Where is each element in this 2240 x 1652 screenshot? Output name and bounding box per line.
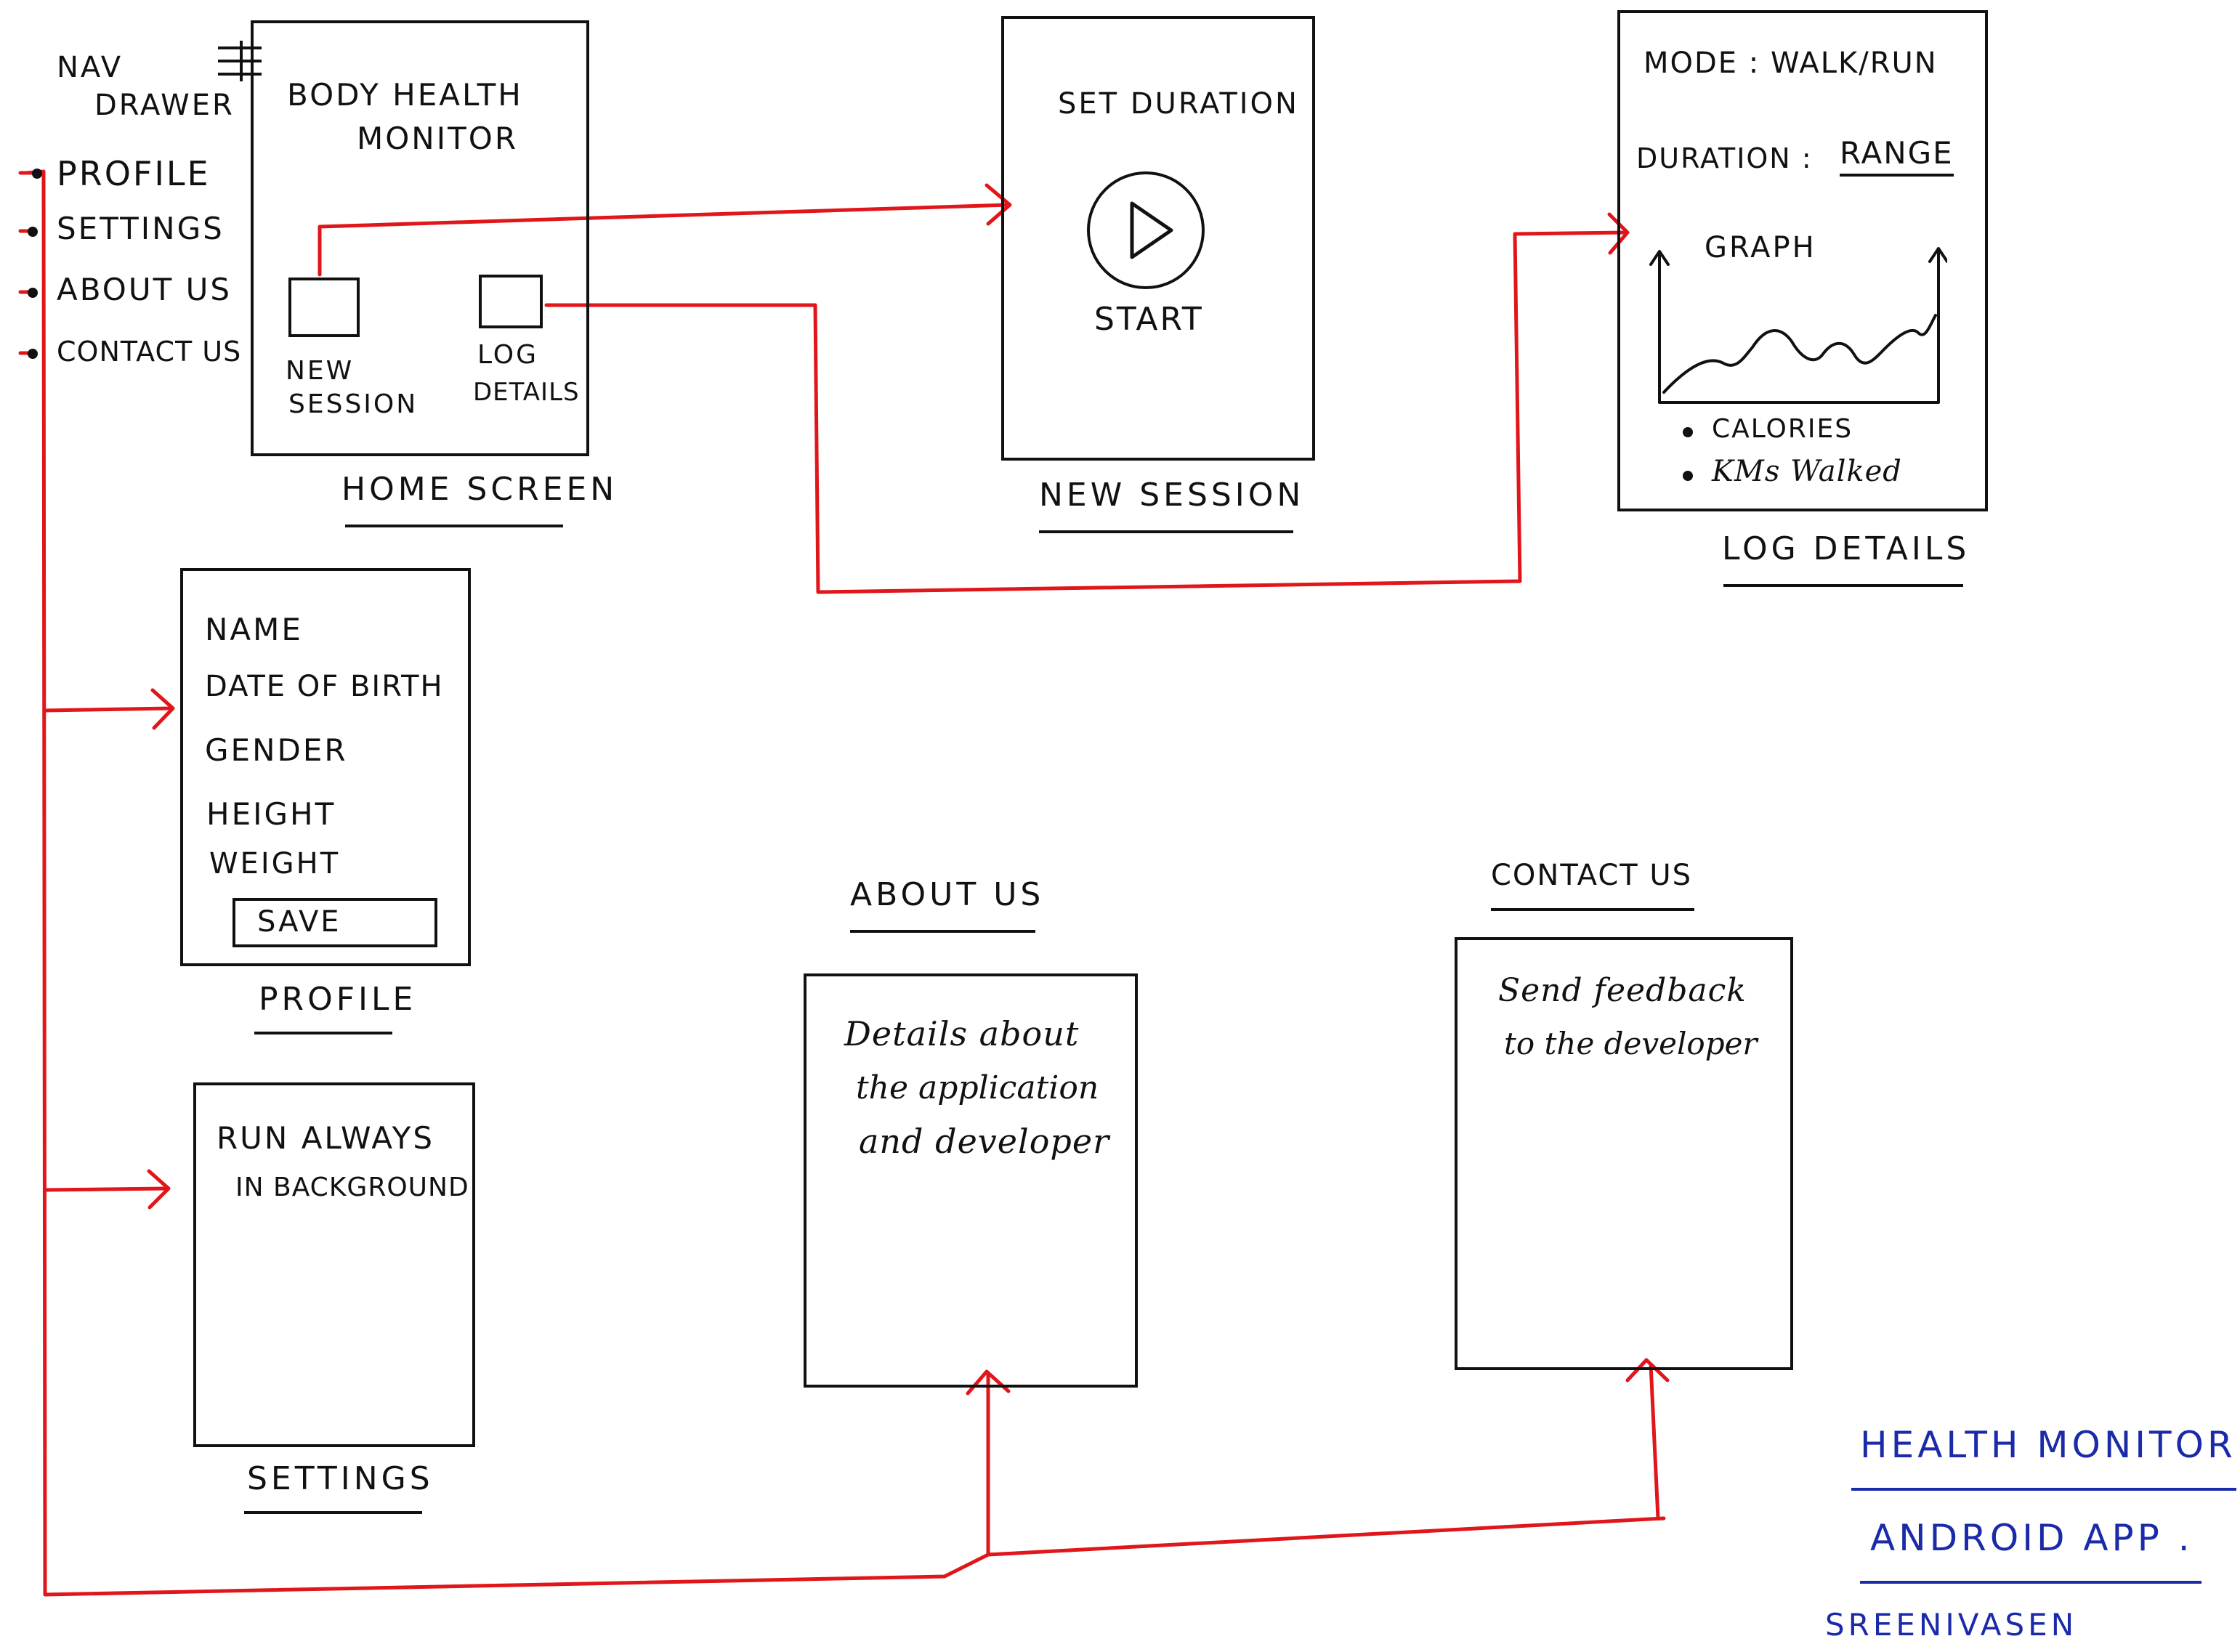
profile-field-weight[interactable]: WEIGHT xyxy=(209,847,341,880)
about-text-line2: the application xyxy=(856,1069,1099,1106)
log-details-caption-underline xyxy=(1723,584,1963,587)
contact-text-line1: Send feedback xyxy=(1498,972,1747,1009)
profile-screen-frame: NAME DATE OF BIRTH GENDER HEIGHT WEIGHT … xyxy=(180,568,471,966)
wire-to-new-session xyxy=(318,203,1011,277)
contact-text-line2: to the developer xyxy=(1504,1026,1758,1061)
settings-screen-frame: RUN ALWAYS IN BACKGROUND xyxy=(193,1082,475,1447)
nav-drawer-title: NAV xyxy=(57,51,124,84)
new-session-caption-underline xyxy=(1039,530,1293,533)
new-session-screen-frame: SET DURATION START xyxy=(1001,16,1315,461)
graph-label: GRAPH xyxy=(1705,231,1816,264)
wire-to-profile xyxy=(43,706,173,713)
about-text-line3: and developer xyxy=(859,1122,1110,1161)
log-details-screen-frame: MODE : WALK/RUN DURATION : RANGE GRAPH C… xyxy=(1617,10,1988,511)
home-title-line1: BODY HEALTH xyxy=(287,77,523,113)
profile-caption: PROFILE xyxy=(259,981,417,1018)
profile-field-dob[interactable]: DATE OF BIRTH xyxy=(205,670,444,703)
log-details-button[interactable] xyxy=(479,275,543,328)
bullet-icon xyxy=(1683,427,1693,437)
arrowhead-log-details xyxy=(1607,212,1630,255)
settings-option-line2[interactable]: IN BACKGROUND xyxy=(235,1173,469,1202)
footer-underline-1 xyxy=(1851,1488,2236,1491)
nav-item-contact[interactable]: CONTACT US xyxy=(57,336,242,368)
wire-to-settings xyxy=(43,1186,169,1192)
home-screen-frame: BODY HEALTH MONITOR NEW SESSION LOG DETA… xyxy=(251,20,589,456)
nav-item-profile[interactable]: PROFILE xyxy=(57,154,211,193)
home-caption-underline xyxy=(345,525,563,527)
bullet-icon xyxy=(32,169,42,179)
bullet-icon xyxy=(28,227,38,237)
about-screen-frame: Details about the application and develo… xyxy=(804,973,1138,1388)
nav-item-about[interactable]: ABOUT US xyxy=(57,272,233,307)
profile-field-gender[interactable]: GENDER xyxy=(205,732,348,768)
footer-title-line2: ANDROID APP . xyxy=(1870,1517,2193,1559)
calories-label: CALORIES xyxy=(1712,414,1853,444)
footer-title-line1: HEALTH MONITOR xyxy=(1860,1424,2236,1466)
new-session-caption: NEW SESSION xyxy=(1039,477,1305,514)
nav-item-settings[interactable]: SETTINGS xyxy=(57,211,225,246)
duration-range-value[interactable]: RANGE xyxy=(1840,135,1954,177)
new-session-label-line1: NEW xyxy=(286,356,355,386)
log-details-label-line2: DETAILS xyxy=(473,378,580,407)
arrowhead-contact xyxy=(1625,1358,1670,1382)
set-duration-label[interactable]: SET DURATION xyxy=(1058,87,1299,121)
about-caption: ABOUT US xyxy=(850,876,1045,913)
play-icon xyxy=(1130,201,1173,259)
profile-field-height[interactable]: HEIGHT xyxy=(206,796,336,832)
contact-caption-underline xyxy=(1491,908,1694,911)
wire-to-log-details xyxy=(544,230,1628,594)
arrowhead-settings xyxy=(147,1169,171,1210)
log-details-label-line1: LOG xyxy=(477,340,539,370)
mode-label: MODE : WALK/RUN xyxy=(1643,46,1938,80)
wire-to-contact xyxy=(1649,1362,1660,1521)
about-text-line1: Details about xyxy=(844,1014,1080,1053)
contact-caption: CONTACT US xyxy=(1491,859,1693,892)
duration-label: DURATION : xyxy=(1636,142,1813,174)
settings-caption: SETTINGS xyxy=(247,1460,434,1497)
arrowhead-profile xyxy=(150,688,175,730)
save-button-label: SAVE xyxy=(257,905,341,939)
bullet-icon xyxy=(28,349,38,359)
contact-screen-frame: Send feedback to the developer xyxy=(1455,937,1793,1370)
log-details-caption: LOG DETAILS xyxy=(1722,530,1970,567)
save-button[interactable]: SAVE xyxy=(233,898,437,947)
bullet-icon xyxy=(1683,471,1693,481)
about-caption-underline xyxy=(850,930,1035,933)
nav-drawer-subtitle: DRAWER xyxy=(94,89,235,122)
home-screen-caption: HOME SCREEN xyxy=(341,471,618,508)
new-session-label-line2: SESSION xyxy=(288,389,419,419)
profile-caption-underline xyxy=(254,1032,392,1034)
graph-sketch xyxy=(1649,247,1947,404)
settings-option-line1[interactable]: RUN ALWAYS xyxy=(217,1120,434,1156)
hamburger-icon[interactable] xyxy=(218,41,264,81)
settings-caption-underline xyxy=(244,1511,422,1514)
kms-walked-label: KMs Walked xyxy=(1712,455,1902,488)
start-label: START xyxy=(1094,301,1204,338)
new-session-button[interactable] xyxy=(288,278,360,337)
home-title-line2: MONITOR xyxy=(357,121,518,156)
bullet-icon xyxy=(28,288,38,298)
profile-field-name[interactable]: NAME xyxy=(205,612,303,647)
play-button[interactable] xyxy=(1087,171,1205,289)
footer-author: SREENIVASEN xyxy=(1825,1607,2078,1643)
arrowhead-new-session xyxy=(984,183,1012,226)
footer-underline-2 xyxy=(1860,1581,2201,1584)
